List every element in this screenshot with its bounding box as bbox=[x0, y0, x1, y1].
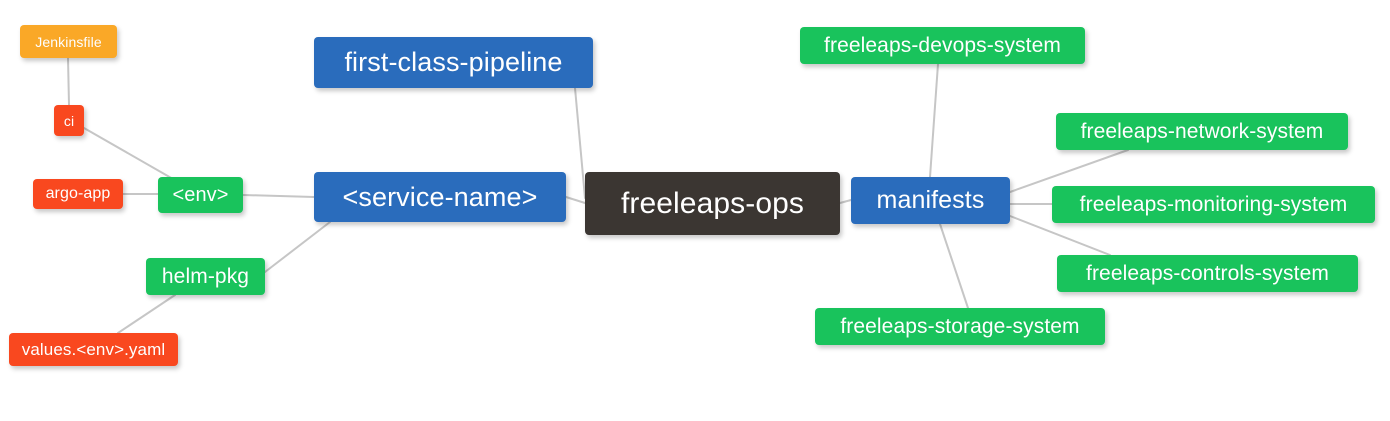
mindmap-node-monitoring[interactable]: freeleaps-monitoring-system bbox=[1052, 186, 1375, 223]
mindmap-node-env[interactable]: <env> bbox=[158, 177, 243, 213]
mindmap-node-valuesyaml[interactable]: values.<env>.yaml bbox=[9, 333, 178, 366]
mindmap-node-helm[interactable]: helm-pkg bbox=[146, 258, 265, 295]
edge-service-to-helm bbox=[264, 221, 331, 273]
edge-manifests-to-storage bbox=[939, 223, 969, 309]
mindmap-node-ci[interactable]: ci bbox=[54, 105, 84, 136]
edge-service-to-env bbox=[242, 194, 315, 198]
edge-root-to-service bbox=[565, 196, 586, 204]
edge-root-to-pipeline bbox=[574, 87, 586, 199]
mindmap-node-service[interactable]: <service-name> bbox=[314, 172, 566, 222]
edge-helm-to-valuesyaml bbox=[117, 294, 176, 334]
mindmap-node-storage[interactable]: freeleaps-storage-system bbox=[815, 308, 1105, 345]
mindmap-node-argo[interactable]: argo-app bbox=[33, 179, 123, 209]
edge-env-to-ci bbox=[83, 127, 181, 184]
mindmap-node-controls[interactable]: freeleaps-controls-system bbox=[1057, 255, 1358, 292]
mindmap-node-root[interactable]: freeleaps-ops bbox=[585, 172, 840, 235]
edge-ci-to-jenkins bbox=[67, 57, 70, 106]
mindmap-node-network[interactable]: freeleaps-network-system bbox=[1056, 113, 1348, 150]
mindmap-node-devops[interactable]: freeleaps-devops-system bbox=[800, 27, 1085, 64]
edge-manifests-to-devops bbox=[929, 63, 939, 178]
mindmap-node-pipeline[interactable]: first-class-pipeline bbox=[314, 37, 593, 88]
mindmap-node-jenkins[interactable]: Jenkinsfile bbox=[20, 25, 117, 58]
edge-root-to-manifests bbox=[839, 199, 852, 204]
mindmap-node-manifests[interactable]: manifests bbox=[851, 177, 1010, 224]
